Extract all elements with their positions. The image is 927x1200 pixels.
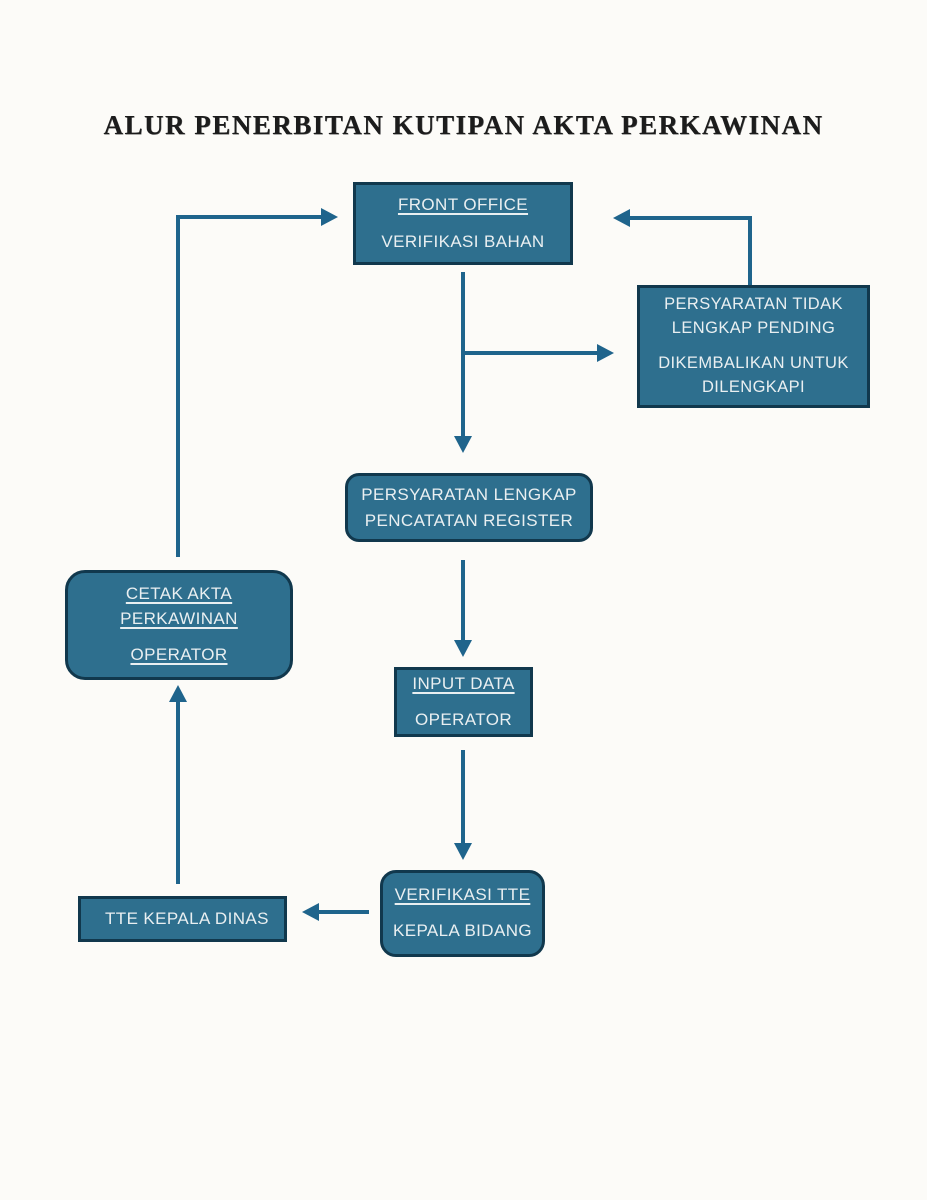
node-line: PERSYARATAN TIDAK LENGKAP PENDING [664,295,843,338]
node-line: VERIFIKASI BAHAN [381,231,545,251]
node-line: KEPALA BIDANG [392,921,533,940]
arrowhead-left-front-office [613,209,630,227]
node-line: OPERATOR [414,709,513,729]
arrowhead-left-tte-kepala-dinas [302,903,319,921]
node-line: PERSYARATAN LENGKAP [361,485,577,504]
node-line: PENCATATAN REGISTER [364,510,574,530]
node-line: CETAK AKTA PERKAWINAN [120,584,238,628]
node-line: TTE KEPALA DINAS [105,908,269,928]
node-line: INPUT DATA [412,673,515,693]
flow-node-input-data: INPUT DATA OPERATOR [394,667,533,737]
arrowhead-down-input-data [454,640,472,657]
arrowhead-up-cetak-akta [169,685,187,702]
node-line: VERIFIKASI TTE [394,885,531,905]
flow-node-cetak-akta-perkawinan: CETAK AKTA PERKAWINAN OPERATOR [65,570,293,680]
flow-node-verifikasi-tte: VERIFIKASI TTE KEPALA BIDANG [380,870,545,957]
node-line: FRONT OFFICE [397,194,529,214]
arrowhead-right-pending [597,344,614,362]
flow-node-persyaratan-tidak-lengkap: PERSYARATAN TIDAK LENGKAP PENDING DIKEMB… [637,285,870,408]
arrowhead-right-front-office [321,208,338,226]
node-line: DIKEMBALIKAN UNTUK DILENGKAPI [658,354,849,396]
flow-node-tte-kepala-dinas: TTE KEPALA DINAS [78,896,287,942]
arrowhead-down-verifikasi-tte [454,843,472,860]
page-title: ALUR PENERBITAN KUTIPAN AKTA PERKAWINAN [103,110,824,140]
arrow-pending-to-front-office [629,216,752,286]
flow-node-front-office: FRONT OFFICE VERIFIKASI BAHAN [353,182,573,265]
arrowhead-down-persyaratan-lengkap [454,436,472,453]
node-line: OPERATOR [130,645,228,665]
flow-node-persyaratan-lengkap: PERSYARATAN LENGKAP PENCATATAN REGISTER [345,473,593,542]
arrow-cetak-to-front-office [176,215,322,557]
